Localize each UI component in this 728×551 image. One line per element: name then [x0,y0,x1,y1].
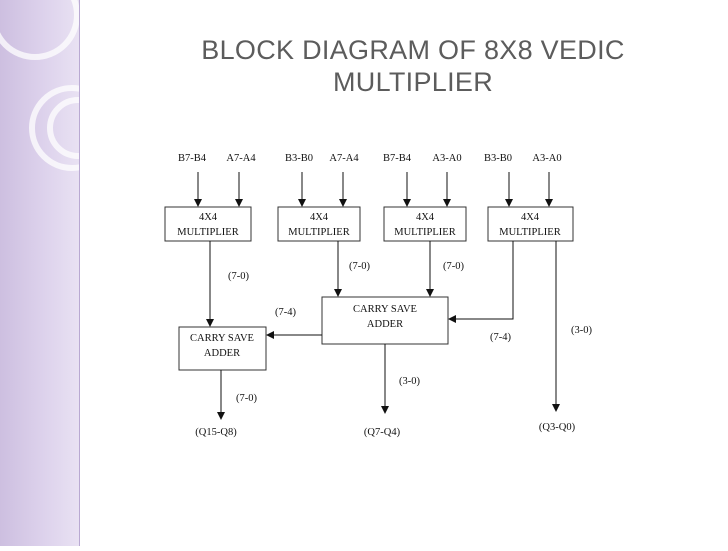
carry-save-adder-left: CARRY SAVE ADDER [178,326,267,371]
adder-label-top: CARRY SAVE [353,304,417,315]
input-label-a3-a0-2: A3-A0 [532,153,561,164]
edge-label-csa-final-out: (7-0) [236,393,257,404]
input-label-a7-a4-1: A7-A4 [226,153,256,164]
wire-m4-high-to-middle-adder [448,241,514,323]
adder-label-bottom: ADDER [204,348,240,359]
multiplier-label-bottom: MULTIPLIER [499,227,560,238]
output-label-q15-q8: (Q15-Q8) [195,427,237,438]
edge-label-csa-left-out: (7-4) [275,307,296,318]
multiplier-block-4: 4X4 MULTIPLIER [487,206,574,242]
input-label-b3-b0-1: B3-B0 [285,153,313,164]
carry-save-adder-middle: CARRY SAVE ADDER [321,296,449,345]
edge-label-csa-down-out: (3-0) [399,376,420,387]
slide-title-line-1: BLOCK DIAGRAM OF 8X8 VEDIC [201,35,625,65]
edge-label-m4-low: (3-0) [571,325,592,336]
sidebar-decoration [0,0,115,546]
multiplier-block-3: 4X4 MULTIPLIER [383,206,467,242]
edge-label-m2-out: (7-0) [349,261,370,272]
input-label-a7-a4-2: A7-A4 [329,153,359,164]
input-label-b7-b4-2: B7-B4 [383,153,412,164]
slide-title-line-2: MULTIPLIER [332,67,494,97]
multiplier-label-top: 4X4 [199,212,218,223]
multiplier-label-top: 4X4 [521,212,540,223]
input-label-b7-b4-1: B7-B4 [178,153,207,164]
adder-label-bottom: ADDER [367,319,403,330]
multiplier-label-bottom: MULTIPLIER [394,227,455,238]
output-label-q3-q0: (Q3-Q0) [539,422,576,433]
slide-title: BLOCK DIAGRAM OF 8X8 VEDIC MULTIPLIER [150,34,676,98]
multiplier-block-1: 4X4 MULTIPLIER [164,206,252,242]
edge-label-m3-out: (7-0) [443,261,464,272]
edge-label-m4-high: (7-4) [490,332,511,343]
sidebar-edge [79,0,80,546]
multiplier-block-2: 4X4 MULTIPLIER [277,206,361,242]
output-label-q7-q4: (Q7-Q4) [364,427,401,438]
multiplier-label-top: 4X4 [416,212,435,223]
multiplier-label-bottom: MULTIPLIER [288,227,349,238]
input-label-b3-b0-2: B3-B0 [484,153,512,164]
adder-label-top: CARRY SAVE [190,333,254,344]
multiplier-label-bottom: MULTIPLIER [177,227,238,238]
multiplier-label-top: 4X4 [310,212,329,223]
edge-label-m1-out: (7-0) [228,271,249,282]
input-label-a3-a0-1: A3-A0 [432,153,461,164]
